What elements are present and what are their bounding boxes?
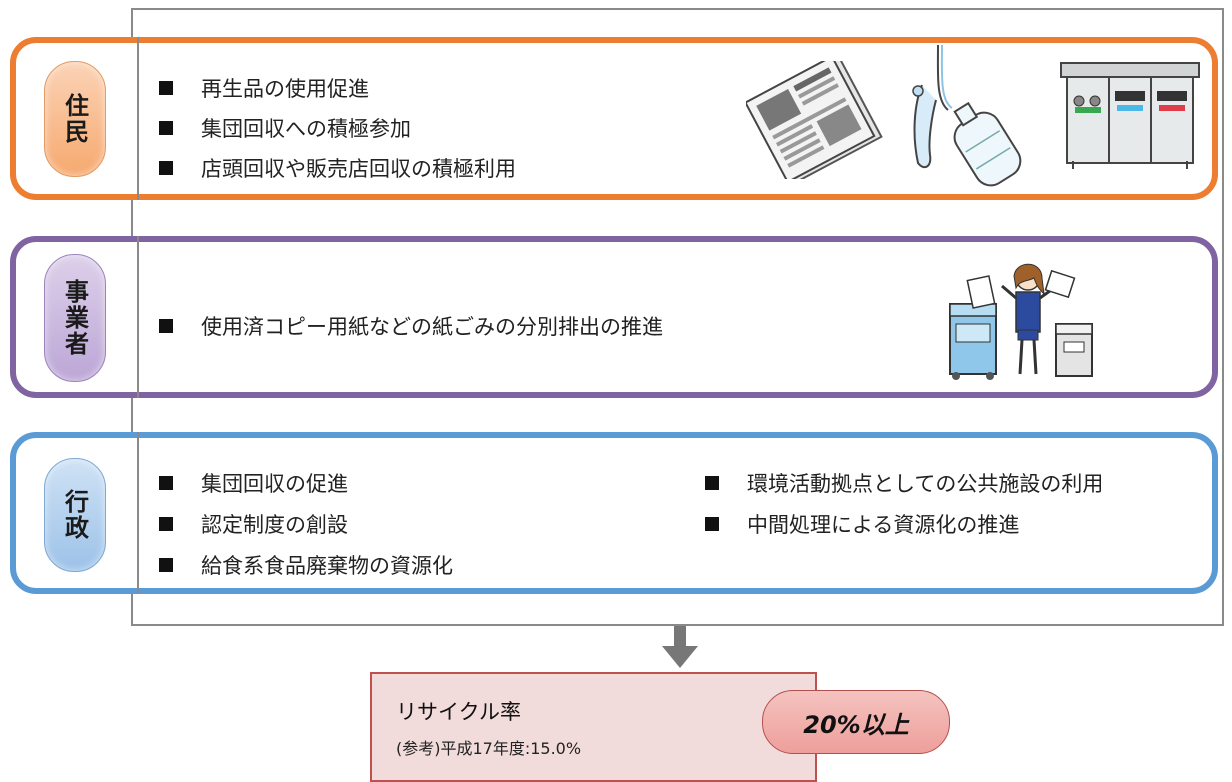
pet-bottle-icon — [912, 45, 1022, 187]
section-divider — [137, 236, 139, 398]
recycling-rate-box: リサイクル率 (参考)平成17年度:15.0% 20%以上 — [370, 672, 950, 782]
resident-label: 住民 — [44, 61, 106, 177]
bullet-icon — [159, 476, 173, 490]
bullet-icon — [705, 517, 719, 531]
government-item: 集団回収の促進 — [159, 468, 348, 498]
section-divider — [137, 432, 139, 594]
down-arrow-icon — [662, 626, 698, 668]
resident-item: 店頭回収や販売店回収の積極利用 — [159, 153, 516, 183]
office-worker-recycling-icon — [949, 263, 1093, 380]
recycling-rate-title: リサイクル率 — [396, 700, 521, 724]
government-item: 認定制度の創設 — [159, 509, 348, 539]
recycling-station-icon — [1060, 62, 1200, 169]
bullet-icon — [159, 161, 173, 175]
resident-section: 住民 再生品の使用促進 集団回収への積極参加 店頭回収や販売店回収の積極利用 — [10, 37, 1218, 200]
business-item: 使用済コピー用紙などの紙ごみの分別排出の推進 — [159, 311, 663, 341]
government-item: 環境活動拠点としての公共施設の利用 — [705, 468, 1103, 498]
government-item: 中間処理による資源化の推進 — [705, 509, 1019, 539]
frame-bottom-line — [131, 624, 1224, 626]
government-item: 給食系食品廃棄物の資源化 — [159, 550, 453, 580]
resident-item: 集団回収への積極参加 — [159, 113, 411, 143]
recycling-rate-target: 20%以上 — [762, 690, 950, 754]
bullet-icon — [159, 319, 173, 333]
recycling-rate-reference: (参考)平成17年度:15.0% — [396, 739, 582, 758]
government-section: 行政 集団回収の促進 認定制度の創設 給食系食品廃棄物の資源化 環境活動拠点とし… — [10, 432, 1218, 594]
frame-right-line — [1222, 8, 1224, 626]
bullet-icon — [159, 517, 173, 531]
bullet-icon — [159, 121, 173, 135]
newspaper-icon — [746, 61, 883, 179]
bullet-icon — [159, 81, 173, 95]
business-label: 事業者 — [44, 254, 106, 382]
frame-top-line — [131, 8, 1224, 10]
bullet-icon — [705, 476, 719, 490]
section-divider — [137, 37, 139, 200]
bullet-icon — [159, 558, 173, 572]
resident-item: 再生品の使用促進 — [159, 73, 369, 103]
government-label: 行政 — [44, 458, 106, 572]
business-section: 事業者 使用済コピー用紙などの紙ごみの分別排出の推進 — [10, 236, 1218, 398]
